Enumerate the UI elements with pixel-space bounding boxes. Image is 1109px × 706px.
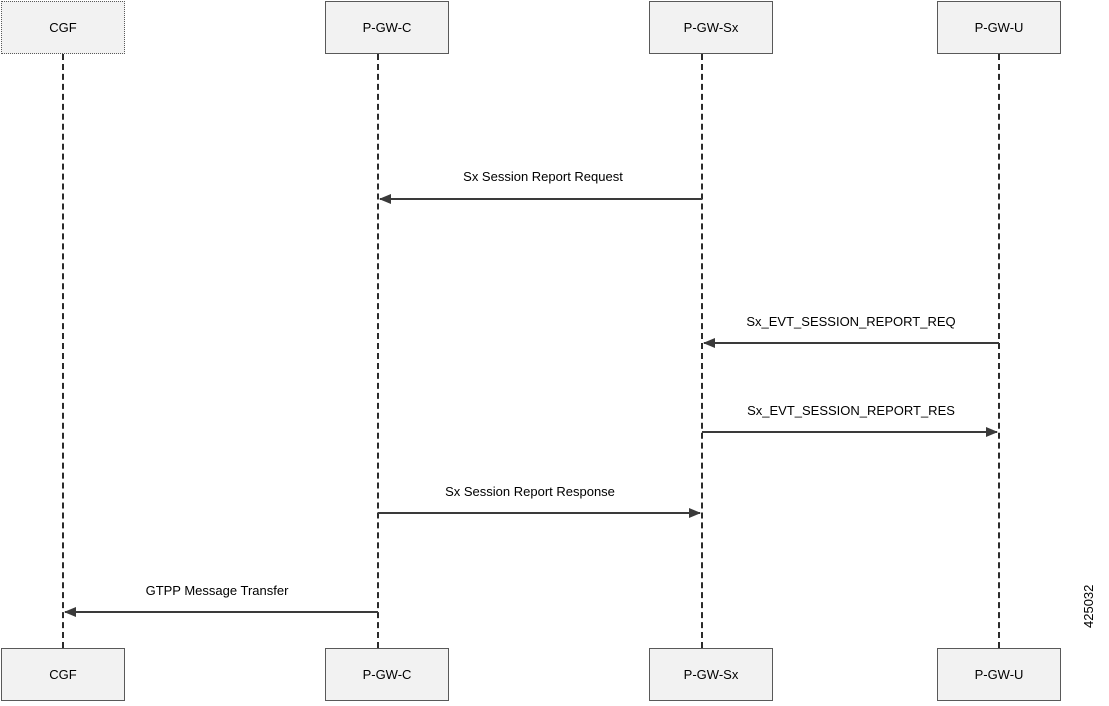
lifeline-pgwu: [998, 54, 1000, 648]
lifeline-pgwsx: [701, 54, 703, 648]
lifeline-cgf: [62, 54, 64, 648]
participant-pgwc-top: P-GW-C: [325, 1, 449, 54]
figure-id: 425032: [1081, 584, 1096, 628]
participant-cgf-top: CGF: [1, 1, 125, 54]
participant-pgwsx-bottom: P-GW-Sx: [649, 648, 773, 701]
label-gtpp-message-transfer: GTPP Message Transfer: [145, 583, 289, 598]
label-sx-session-report-response: Sx Session Report Response: [445, 484, 615, 499]
lifeline-pgwc: [377, 54, 379, 648]
label-sx-evt-session-report-req: Sx_EVT_SESSION_REPORT_REQ: [746, 314, 956, 329]
participant-pgwc-bottom: P-GW-C: [325, 648, 449, 701]
participant-pgwu-top: P-GW-U: [937, 1, 1061, 54]
label-sx-session-report-request: Sx Session Report Request: [463, 169, 623, 184]
participant-pgwu-bottom: P-GW-U: [937, 648, 1061, 701]
participant-cgf-bottom: CGF: [1, 648, 125, 701]
participant-pgwsx-top: P-GW-Sx: [649, 1, 773, 54]
label-sx-evt-session-report-res: Sx_EVT_SESSION_REPORT_RES: [747, 403, 955, 418]
